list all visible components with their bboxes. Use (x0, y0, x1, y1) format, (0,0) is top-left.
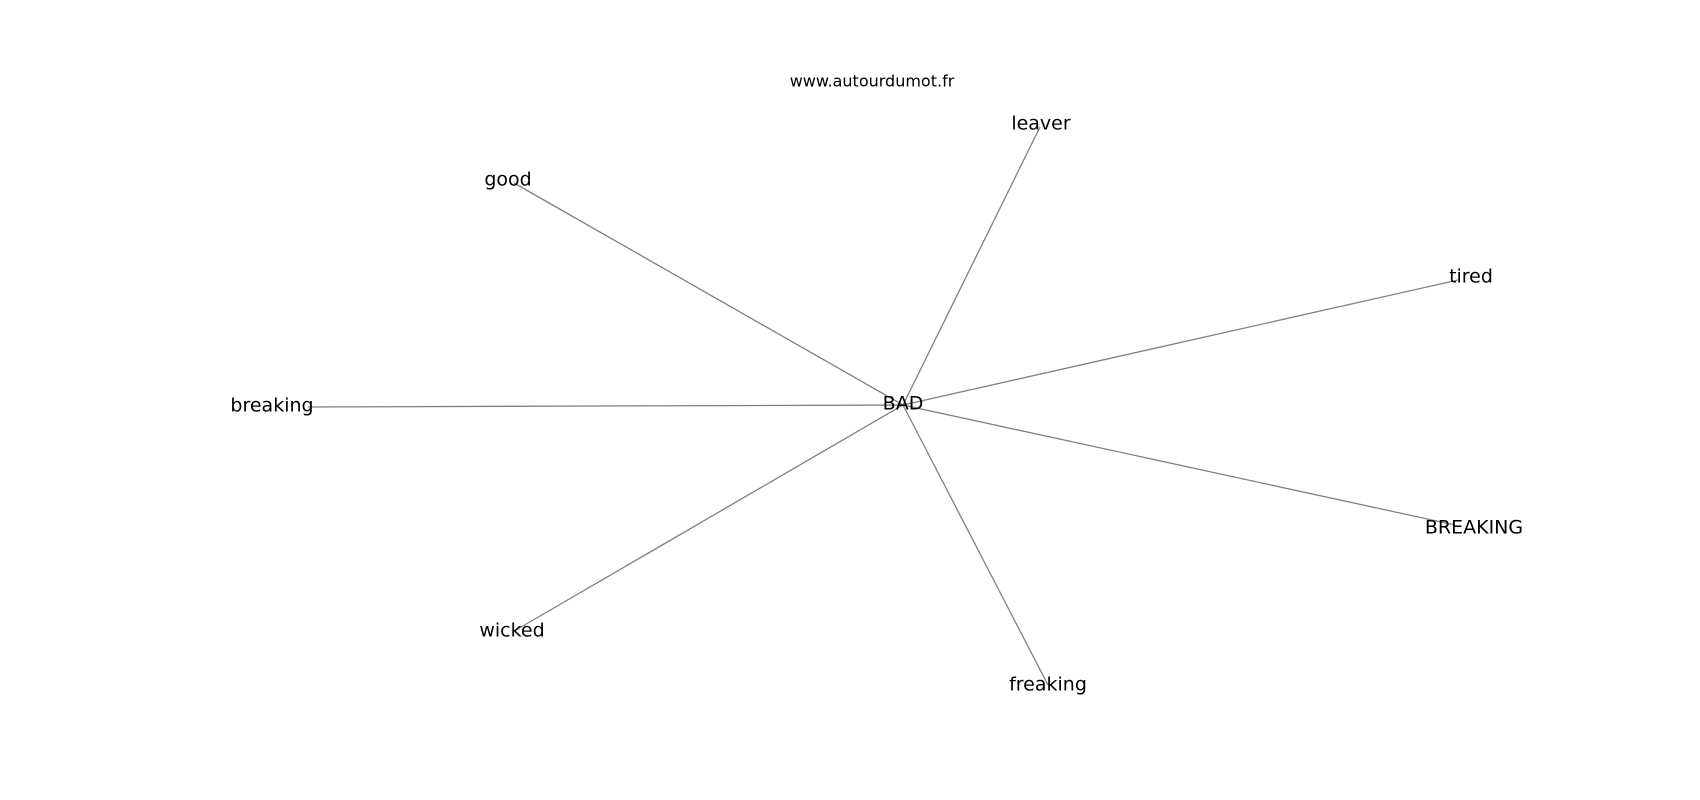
node-wicked[interactable]: wicked (479, 620, 544, 642)
node-freaking[interactable]: freaking (1009, 674, 1087, 696)
edge-bad-tired (902, 279, 1459, 406)
node-breaking-caps[interactable]: BREAKING (1425, 517, 1523, 539)
edge-bad-breaking (307, 404, 904, 408)
watermark-text[interactable]: www.autourdumot.fr (790, 72, 955, 91)
edge-bad-good (513, 182, 904, 406)
edges-layer (307, 126, 1459, 686)
edge-bad-wicked (515, 404, 904, 631)
edge-bad-breaking-caps (902, 404, 1456, 526)
labels-layer: www.autourdumot.fr BAD leaver good tired… (230, 72, 1523, 696)
node-bad[interactable]: BAD (883, 393, 924, 415)
edge-bad-freaking (902, 404, 1049, 686)
node-tired[interactable]: tired (1449, 266, 1493, 288)
node-good[interactable]: good (484, 169, 531, 191)
node-leaver[interactable]: leaver (1011, 113, 1071, 135)
edge-bad-leaver (902, 126, 1041, 406)
node-breaking[interactable]: breaking (230, 395, 313, 417)
